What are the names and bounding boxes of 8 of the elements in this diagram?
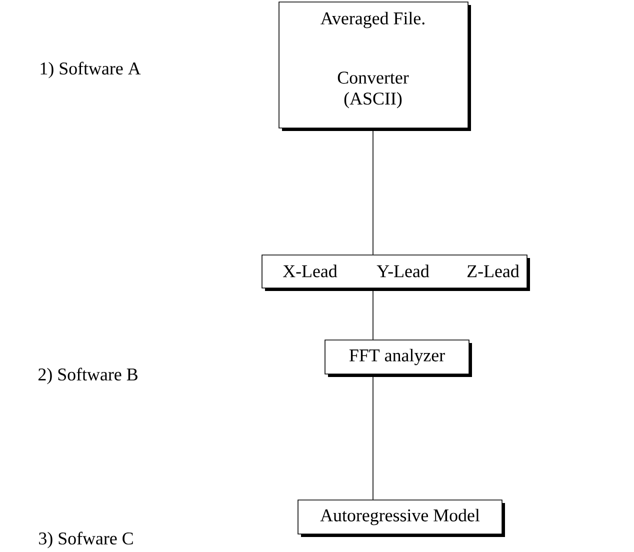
step-label: 2) Software B <box>38 368 138 384</box>
process-box: FFT analyzer <box>324 340 472 377</box>
connector-line <box>372 288 374 340</box>
process-box: Averaged File. Converter (ASCII) <box>278 2 471 131</box>
process-box: Autoregressive Model <box>298 500 505 537</box>
process-box: X-Lead Y-Lead Z-Lead <box>262 254 530 291</box>
step-label: 3) Sofware C <box>39 532 133 548</box>
step-label: 1) Software A <box>40 62 141 78</box>
